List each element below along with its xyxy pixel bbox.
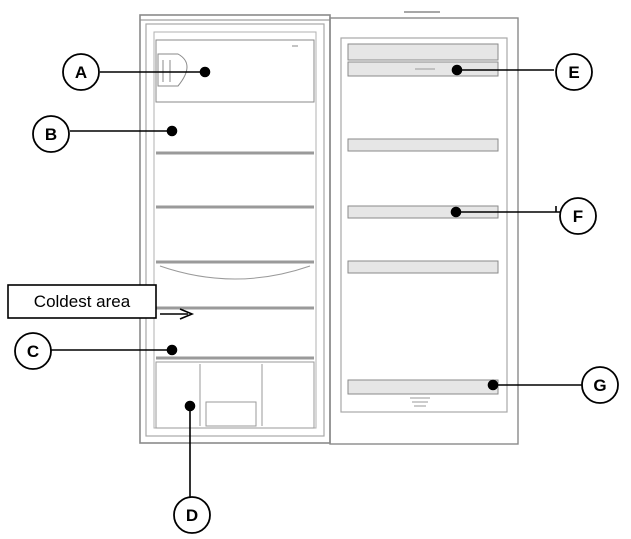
crisper-drawers <box>155 361 315 429</box>
callout-c: C <box>14 332 52 370</box>
door-markings <box>410 68 435 407</box>
fridge-cabinet <box>139 14 331 444</box>
shelf-curve <box>159 265 311 280</box>
door-outer <box>329 17 519 445</box>
note-text: Coldest area <box>34 292 131 311</box>
cabinet-liner <box>145 23 325 437</box>
callout-a: A <box>62 53 100 91</box>
door-shelf <box>347 260 499 274</box>
fridge-door <box>329 11 519 445</box>
door-inner <box>340 37 508 413</box>
callout-dot-g <box>487 379 499 391</box>
callout-label-d: D <box>186 506 198 525</box>
callout-label-g: G <box>593 376 606 395</box>
callout-dot-e <box>451 64 463 76</box>
crisper-frame <box>155 361 315 429</box>
cabinet-inner <box>153 31 317 429</box>
callout-b: B <box>32 115 70 153</box>
callout-dot-b <box>166 125 178 137</box>
callout-dot-a <box>199 66 211 78</box>
callout-g: G <box>581 366 619 404</box>
callout-dot-d <box>184 400 196 412</box>
callout-label-f: F <box>573 207 583 226</box>
door-shelf <box>347 138 499 152</box>
coldest-area-note: Coldest area <box>7 284 195 320</box>
door-shelf-top <box>347 43 499 61</box>
callout-label-c: C <box>27 342 39 361</box>
callout-f: F <box>559 197 597 235</box>
callout-label-e: E <box>568 63 579 82</box>
fridge-shelves <box>156 151 314 360</box>
callout-dot-c <box>166 344 178 356</box>
crisper-handle <box>205 401 257 427</box>
light-housing <box>157 53 188 87</box>
note-arrow-head <box>179 308 195 320</box>
door-shelf-bottom <box>347 379 499 395</box>
cabinet-outer <box>139 14 331 444</box>
callout-d: D <box>173 496 211 534</box>
callout-leaders <box>50 64 582 498</box>
light-compartment <box>155 39 315 103</box>
note-box <box>7 284 157 319</box>
top-compartment <box>155 39 315 103</box>
callout-dot-f <box>450 206 462 218</box>
door-shelves <box>347 43 499 395</box>
callout-label-a: A <box>75 63 87 82</box>
callout-e: E <box>555 53 593 91</box>
callout-label-b: B <box>45 125 57 144</box>
